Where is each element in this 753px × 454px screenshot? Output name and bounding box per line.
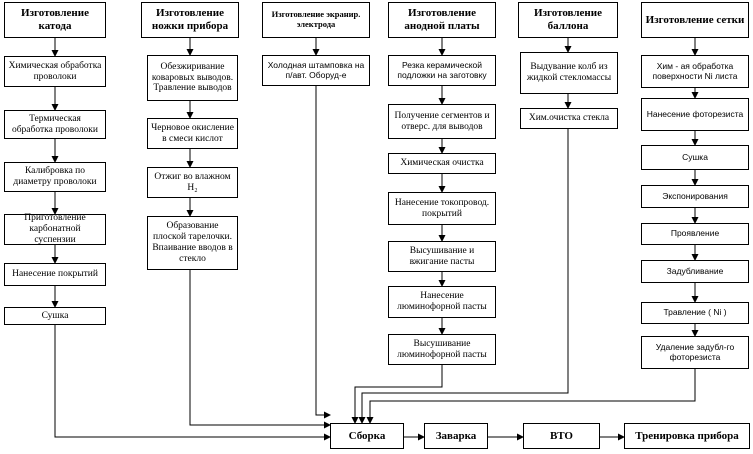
header-grid: Изготовление сетки	[641, 2, 749, 38]
header-anode-plate: Изготовление анодной платы	[388, 2, 496, 38]
header-bulb: Изготовление баллона	[518, 2, 618, 38]
header-stem: Изготовление ножки прибора	[141, 2, 239, 38]
step-grid-2: Нанесение фоторезиста	[641, 98, 749, 131]
final-vto: ВТО	[523, 423, 600, 449]
step-anode-5: Высушивание и вжигание пасты	[388, 241, 496, 272]
step-stem-1: Обезжиривание коваровых выводов. Травлен…	[147, 55, 238, 101]
step-grid-8: Удаление задубл-го фоторезиста	[641, 336, 749, 369]
header-cathode: Изготовление катода	[4, 2, 106, 38]
step-cathode-4: Приготовление карбонатной суспензии	[4, 213, 106, 245]
step-cathode-1: Химическая обработка проволоки	[4, 56, 106, 87]
step-grid-1: Хим - ая обработка поверхности Ni листа	[641, 55, 749, 88]
step-grid-3: Сушка	[641, 145, 749, 170]
step-grid-6: Задубливание	[641, 260, 749, 283]
step-grid-5: Проявление	[641, 223, 749, 245]
step-stem-3: Отжиг во влажном H₂	[147, 167, 238, 198]
step-cathode-3: Калибровка по диаметру проволоки	[4, 162, 106, 192]
step-shield-1: Холодная штамповка на п/авт. Оборуд-е	[262, 55, 370, 86]
step-stem-2: Черновое окисление в смеси кислот	[147, 118, 238, 149]
step-cathode-2: Термическая обработка проволоки	[4, 110, 106, 139]
final-sealing: Заварка	[424, 423, 488, 449]
step-anode-6: Нанесение люминофорной пасты	[388, 286, 496, 318]
final-assembly: Сборка	[330, 423, 404, 449]
step-anode-3: Химическая очистка	[388, 153, 496, 174]
step-stem-4: Образование плоской тарелочки. Впаивание…	[147, 216, 238, 270]
step-anode-7: Высушивание люминофорной пасты	[388, 334, 496, 365]
step-grid-7: Травление ( Ni )	[641, 302, 749, 324]
header-shield-electrode: Изготовление экранир. электрода	[262, 2, 370, 38]
step-anode-2: Получение сегментов и отверс. для выводо…	[388, 104, 496, 139]
step-bulb-1: Выдувание колб из жидкой стекломассы	[520, 52, 618, 94]
step-bulb-2: Хим.очистка стекла	[520, 108, 618, 129]
step-grid-4: Экспонирования	[641, 185, 749, 208]
step-anode-4: Нанесение токопровод. покрытий	[388, 192, 496, 225]
step-cathode-6: Сушка	[4, 307, 106, 325]
final-training: Тренировка прибора	[624, 423, 750, 449]
step-anode-1: Резка керамической подложки на заготовку	[388, 55, 496, 86]
step-cathode-5: Нанесение покрытий	[4, 263, 106, 286]
